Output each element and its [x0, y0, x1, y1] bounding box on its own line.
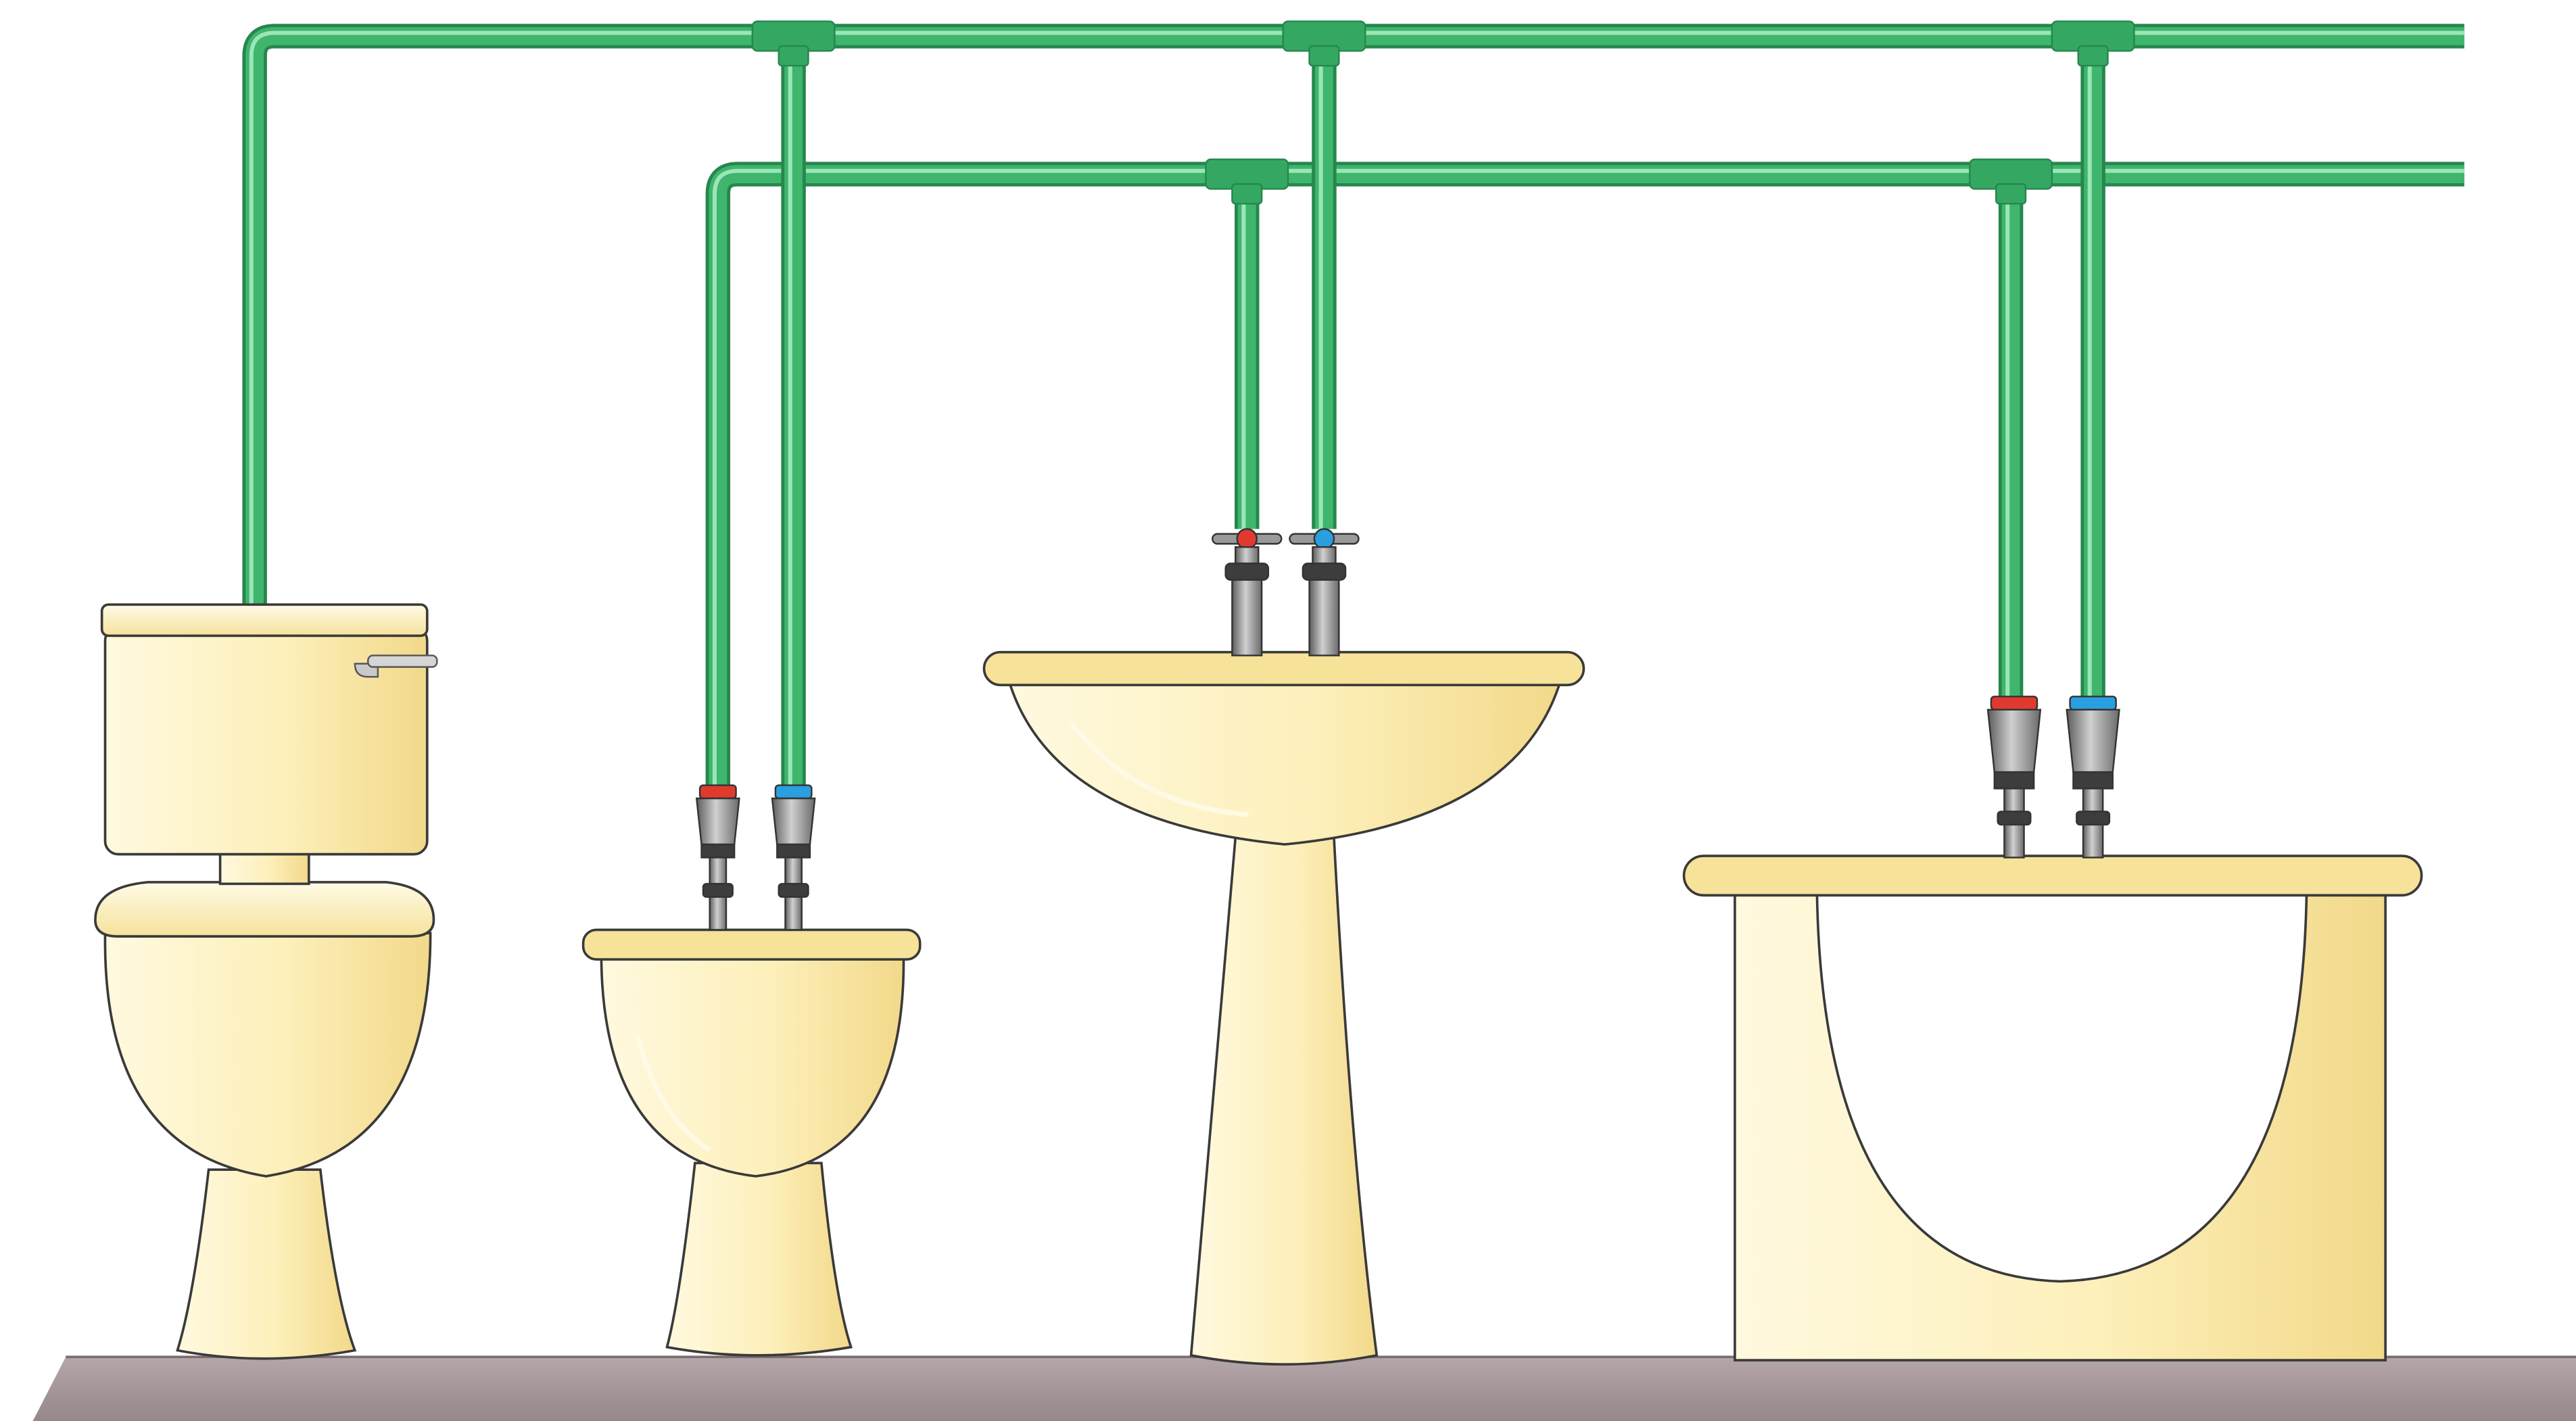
hot-main-pipe — [705, 162, 2464, 786]
cold-branch-basin — [1312, 36, 1337, 529]
bath-hot-tap-icon — [1986, 696, 2042, 859]
cold-branch-bidet — [781, 36, 806, 792]
floor — [32, 1355, 2576, 1421]
hot-branch-basin — [1235, 174, 1260, 529]
pedestal-basin — [982, 650, 1585, 1366]
bidet-cold-tap-icon — [771, 784, 816, 931]
hot-branch-bath — [1998, 174, 2024, 697]
bath-cold-tap-icon — [2066, 696, 2120, 859]
bidet-hot-tap-icon — [695, 784, 740, 931]
pipe-tee-fittings — [751, 20, 2135, 205]
cold-main-pipe — [242, 24, 2464, 605]
basin-cold-tap-icon — [1289, 528, 1360, 656]
cold-branch-bath — [2080, 36, 2105, 697]
bidet — [581, 928, 922, 1357]
bath — [1682, 854, 2423, 1362]
flush-lever-icon — [354, 654, 438, 678]
basin-hot-tap-icon — [1212, 528, 1283, 656]
toilet — [94, 603, 435, 1360]
